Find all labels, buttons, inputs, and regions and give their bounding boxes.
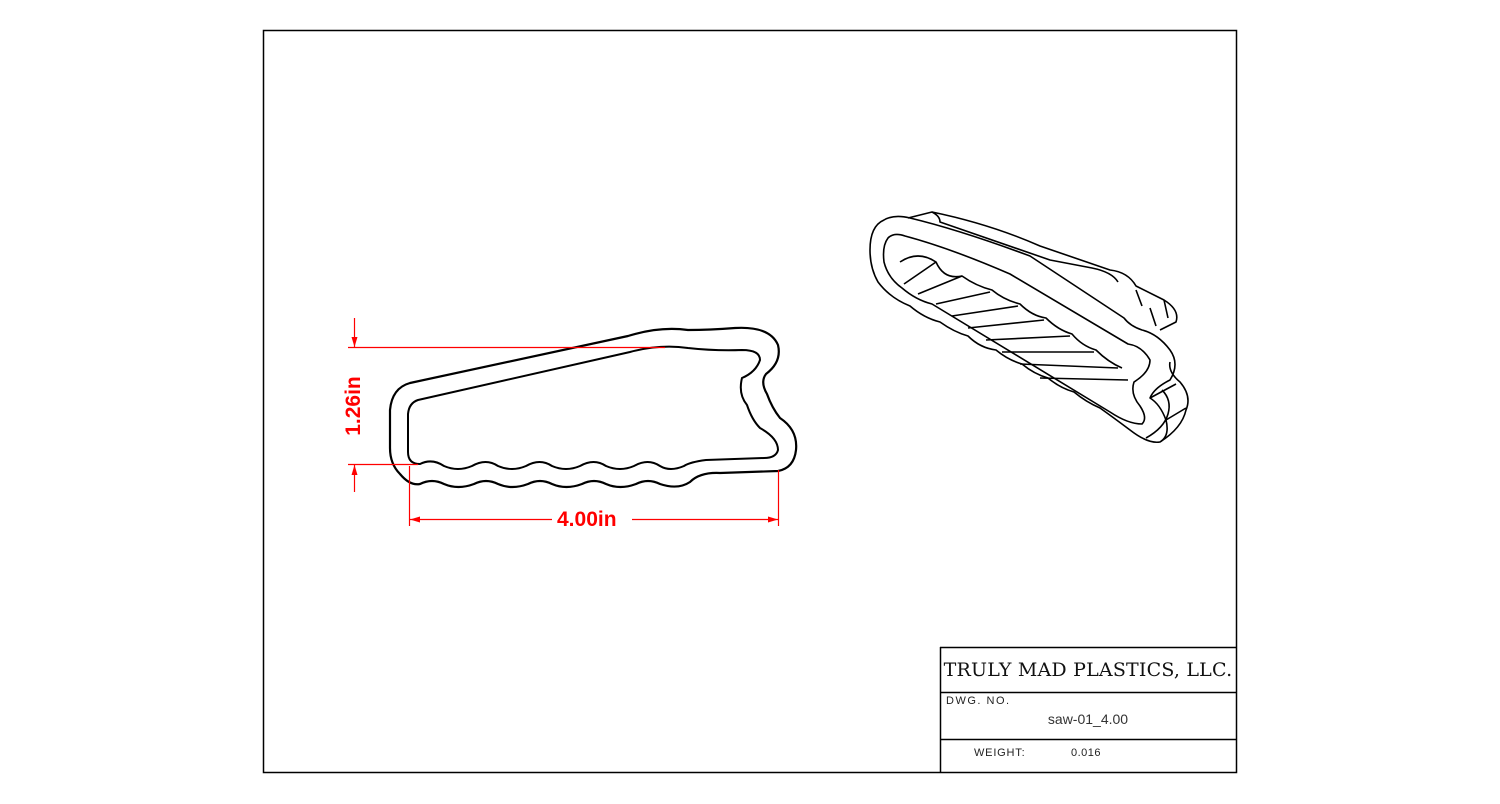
cutter-outline-inner	[407, 345, 780, 470]
dimension-width	[408, 466, 780, 526]
title-block: TRULY MAD PLASTICS, LLC. DWG. NO. saw-01…	[940, 647, 1236, 773]
drawing-number-value: saw-01_4.00	[1047, 711, 1129, 727]
weight-value: 0.016	[1071, 747, 1102, 759]
title-block-frame	[939, 646, 1236, 772]
cutter-isometric-view	[869, 211, 1189, 444]
drawing-number-label: DWG. NO.	[946, 695, 1011, 707]
height-dimension-label: 1.26in	[341, 374, 365, 438]
width-dimension-label: 4.00in	[555, 508, 619, 531]
weight-label: WEIGHT:	[974, 747, 1026, 759]
dimension-height	[348, 318, 665, 492]
cutter-outline-outer	[388, 326, 798, 489]
sheet-border	[262, 29, 1238, 774]
company-name: TRULY MAD PLASTICS, LLC.	[943, 658, 1233, 681]
